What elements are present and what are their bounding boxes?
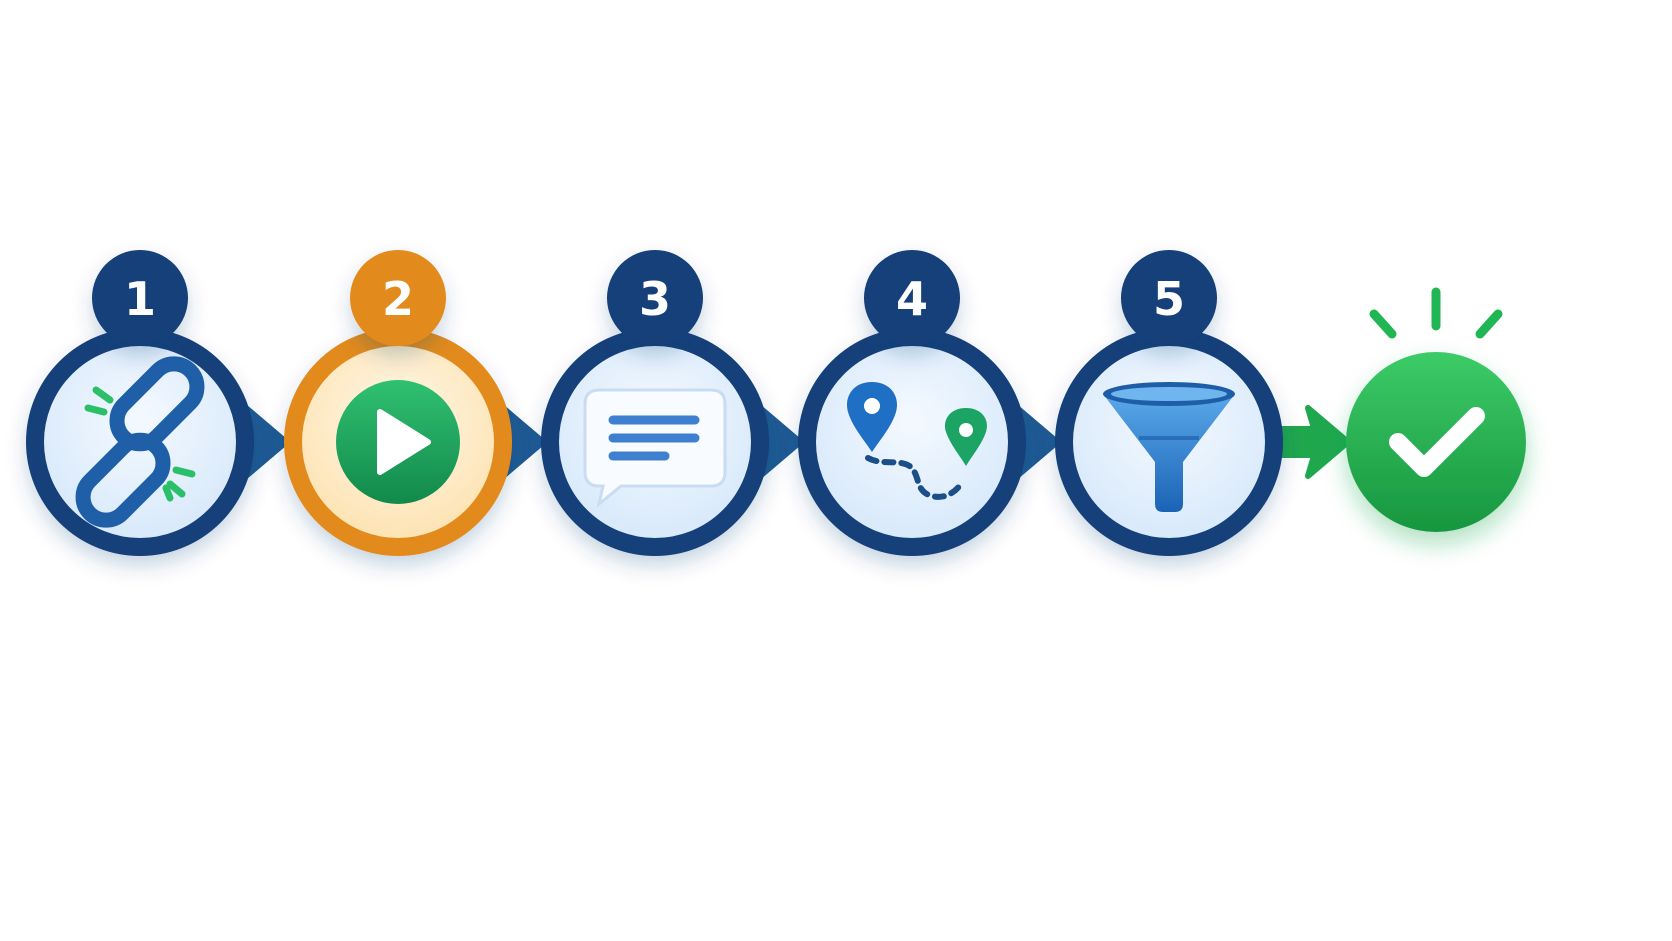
step-5 — [1055, 328, 1283, 556]
sparkle-rays-icon — [1369, 287, 1503, 339]
step-3-badge: 3 — [607, 250, 703, 346]
step-2-number: 2 — [382, 272, 414, 326]
chat-bubble-icon — [583, 388, 727, 508]
step-4-ring — [798, 328, 1026, 556]
completion-circle — [1346, 352, 1526, 532]
step-4 — [798, 328, 1026, 556]
badge-layer: 1 2 3 4 5 — [92, 250, 1217, 346]
step-2 — [284, 328, 512, 556]
step-5-badge: 5 — [1121, 250, 1217, 346]
step-1 — [26, 328, 254, 556]
route-pins-icon — [847, 382, 988, 500]
funnel-icon — [1103, 382, 1235, 512]
broken-link-icon — [75, 356, 205, 528]
checkmark-icon — [1389, 407, 1485, 477]
play-icon — [336, 380, 460, 504]
step-2-badge: 2 — [350, 250, 446, 346]
step-4-number: 4 — [896, 272, 928, 326]
step-1-badge: 1 — [92, 250, 188, 346]
step-5-number: 5 — [1153, 272, 1185, 326]
step-4-badge: 4 — [864, 250, 960, 346]
step-1-number: 1 — [124, 272, 156, 326]
step-layer — [26, 287, 1526, 556]
completion-step — [1346, 287, 1526, 532]
step-3-number: 3 — [639, 272, 671, 326]
step-3 — [541, 328, 769, 556]
